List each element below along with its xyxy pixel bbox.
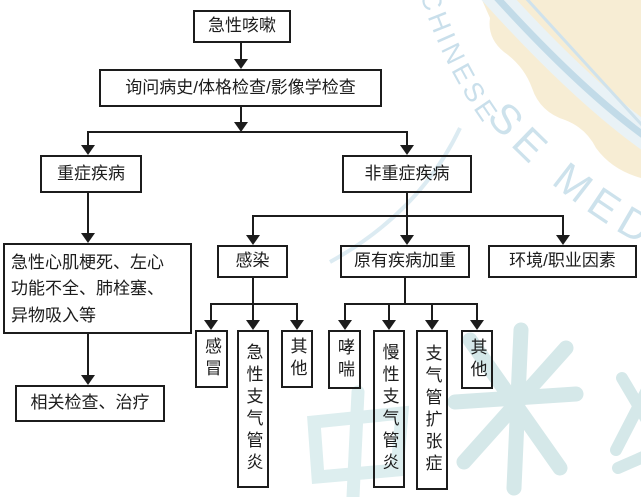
- connector-line: [406, 193, 408, 217]
- arrowhead-down-icon: [400, 235, 414, 245]
- connector-line: [210, 305, 212, 321]
- node-common-cold-label: 感冒: [202, 337, 221, 381]
- node-acute-bronchitis: 急性支气管炎: [237, 330, 269, 488]
- node-acute-cough-label: 急性咳嗽: [208, 16, 276, 36]
- node-asthma: 哮喘: [328, 330, 361, 389]
- node-other-aggravation: 其他: [461, 330, 493, 389]
- arrowhead-down-icon: [246, 235, 260, 245]
- node-infection: 感染: [217, 245, 288, 278]
- node-bronchiectasis: 支气管扩张症: [416, 330, 448, 490]
- connector-line: [406, 217, 408, 236]
- node-severe-disease-label: 重症疾病: [57, 163, 125, 183]
- watermark-blob: [482, 0, 641, 178]
- watermark-band: [481, 0, 641, 150]
- node-related-tests-treatment: 相关检查、治疗: [15, 385, 165, 422]
- node-other-infection-label: 其他: [287, 337, 307, 381]
- connector-line: [87, 133, 89, 146]
- node-severe-causes-label: 急性心肌梗死、左心 功能不全、肺栓塞、 异物吸入等: [11, 253, 164, 325]
- node-chronic-bronchitis-label: 慢性支气管炎: [379, 343, 399, 475]
- arrowhead-down-icon: [81, 375, 95, 385]
- watermark-arc-outer2: [525, 0, 641, 127]
- arrowhead-down-icon: [338, 320, 352, 330]
- node-non-severe-disease-label: 非重症疾病: [364, 163, 450, 183]
- arrowhead-down-icon: [246, 320, 260, 330]
- arrowhead-down-icon: [204, 320, 218, 330]
- connector-line: [388, 305, 390, 321]
- connector-line: [296, 305, 298, 321]
- node-history-exam-label: 询问病史/体格检查/影像学检查: [125, 77, 356, 97]
- connector-line: [240, 107, 242, 124]
- connector-line: [252, 215, 564, 217]
- connector-line: [252, 305, 254, 321]
- watermark-arc-inner: [329, 127, 462, 264]
- arrowhead-down-icon: [382, 320, 396, 330]
- node-acute-cough: 急性咳嗽: [193, 10, 291, 43]
- connector-line: [252, 217, 254, 236]
- arrowhead-down-icon: [556, 235, 570, 245]
- node-disease-aggravation-label: 原有疾病加重: [354, 251, 456, 271]
- connector-line: [252, 278, 254, 305]
- node-other-infection: 其他: [281, 330, 313, 388]
- connector-line: [404, 278, 406, 305]
- arrowhead-down-icon: [425, 320, 439, 330]
- arrowhead-down-icon: [290, 320, 304, 330]
- connector-line: [240, 43, 242, 60]
- watermark-arc-outer: [494, 0, 641, 138]
- node-asthma-label: 哮喘: [335, 337, 354, 382]
- connector-line: [431, 305, 433, 321]
- node-severe-causes: 急性心肌梗死、左心 功能不全、肺栓塞、 异物吸入等: [3, 243, 192, 334]
- node-related-tests-treatment-label: 相关检查、治疗: [30, 393, 150, 413]
- watermark-ring-text-inner: CHINESE: [414, 0, 505, 130]
- node-bronchiectasis-label: 支气管扩张症: [422, 344, 442, 476]
- node-chronic-bronchitis: 慢性支气管炎: [373, 330, 405, 488]
- connector-line: [210, 303, 298, 305]
- node-environment-occupational: 环境/职业因素: [488, 245, 637, 278]
- connector-line: [87, 334, 89, 376]
- node-history-exam: 询问病史/体格检查/影像学检查: [99, 69, 382, 107]
- connector-line: [344, 303, 478, 305]
- arrowhead-down-icon: [81, 233, 95, 243]
- arrowhead-down-icon: [234, 122, 248, 132]
- connector-line: [87, 131, 408, 133]
- node-disease-aggravation: 原有疾病加重: [340, 245, 470, 278]
- node-common-cold: 感冒: [195, 330, 228, 388]
- arrowhead-down-icon: [470, 320, 484, 330]
- node-acute-bronchitis-label: 急性支气管炎: [243, 343, 263, 475]
- arrowhead-down-icon: [234, 59, 248, 69]
- connector-line: [344, 305, 346, 321]
- connector-line: [87, 193, 89, 234]
- node-environment-occupational-label: 环境/职业因素: [509, 251, 616, 271]
- node-infection-label: 感染: [235, 251, 270, 271]
- node-severe-disease: 重症疾病: [40, 155, 142, 193]
- watermark-calligraphy-edge-icon: [610, 372, 641, 474]
- node-other-aggravation-label: 其他: [467, 337, 487, 382]
- arrowhead-down-icon: [81, 145, 95, 155]
- connector-line: [562, 217, 564, 236]
- connector-line: [476, 305, 478, 321]
- arrowhead-down-icon: [400, 145, 414, 155]
- node-non-severe-disease: 非重症疾病: [342, 155, 472, 193]
